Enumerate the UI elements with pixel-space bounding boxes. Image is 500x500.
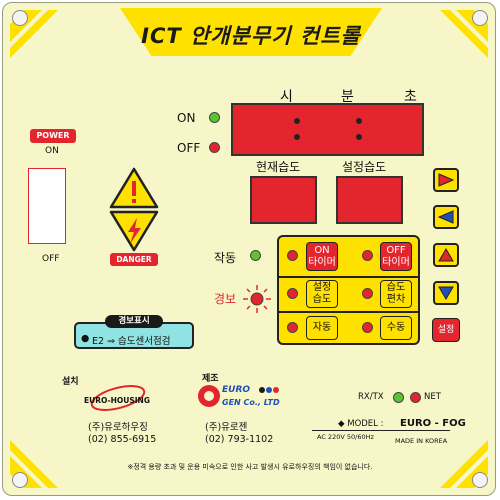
humidity-deviation-button[interactable]: 습도 편차 (380, 280, 412, 308)
current-humidity-display (250, 176, 317, 224)
installer-company: (주)유로하우징 (88, 422, 148, 433)
high-voltage-icon (109, 210, 159, 252)
current-humidity-label: 현재습도 (256, 160, 301, 174)
warning-icon (109, 167, 159, 209)
humidity-deviation-led (362, 288, 373, 299)
button-label: ON (314, 244, 330, 256)
divider (279, 311, 418, 313)
manual-led (362, 322, 373, 333)
second-label: 초 (404, 89, 417, 105)
rxtx-label: RX/TX (358, 392, 384, 402)
left-arrow-icon (438, 210, 454, 224)
screw-icon (12, 472, 28, 488)
setting-button[interactable]: 설정 (432, 318, 460, 342)
button-label: 타이머 (308, 256, 336, 268)
installer-phone: (02) 855-6915 (88, 434, 157, 445)
button-label: 타이머 (382, 256, 410, 268)
danger-badge: DANGER (110, 253, 158, 266)
hour-label: 시 (280, 89, 293, 105)
logo-dots-icon (259, 387, 279, 393)
minute-label: 분 (341, 89, 354, 105)
on-indicator-led (209, 112, 220, 123)
operation-led (250, 250, 261, 261)
euro-housing-logo-icon (90, 385, 146, 411)
on-timer-button[interactable]: ON 타이머 (306, 242, 338, 271)
page-title: ICT 안개분무기 컨트롤 (141, 24, 361, 48)
timer-display (231, 103, 424, 156)
button-label: 습도 (386, 282, 406, 293)
footer-note: ※정격 용량 초과 및 운용 미숙으로 인한 사고 발생시 유로하우징의 책임이… (127, 463, 373, 471)
alarm-label: 경보 (214, 292, 237, 306)
right-arrow-button[interactable] (433, 168, 459, 192)
alarm-indicator-icon: ● (81, 333, 90, 344)
down-arrow-button[interactable] (433, 281, 459, 305)
off-indicator-led (209, 142, 220, 153)
divider (312, 430, 450, 431)
installer-label: 설치 (62, 377, 79, 387)
maker-phone: (02) 793-1102 (205, 434, 274, 445)
auto-led (287, 322, 298, 333)
colon-dot (294, 134, 300, 140)
maker-label: 제조 (202, 374, 219, 384)
manual-button[interactable]: 수동 (380, 316, 412, 340)
alarm-lamp-icon (243, 285, 271, 313)
set-humidity-label: 설정습도 (342, 160, 387, 174)
colon-dot (294, 118, 300, 124)
status-on-label: ON (177, 111, 196, 125)
power-off-label: OFF (42, 254, 60, 264)
model-spec: AC 220V 50/60Hz (317, 433, 374, 441)
status-off-label: OFF (177, 141, 201, 155)
up-arrow-icon (438, 248, 454, 262)
operation-label: 작동 (214, 251, 237, 265)
set-humidity-button[interactable]: 설정 습도 (306, 280, 338, 308)
screw-icon (472, 10, 488, 26)
eurogen-logo-icon (198, 385, 220, 407)
left-arrow-button[interactable] (433, 205, 459, 229)
button-label: OFF (386, 244, 406, 256)
maker-company: (주)유로젠 (205, 422, 248, 433)
auto-button[interactable]: 자동 (306, 316, 338, 340)
down-arrow-icon (438, 286, 454, 300)
power-on-label: ON (45, 146, 59, 156)
button-label: 설정 (312, 282, 332, 293)
installer-logo-text: EURO-HOUSING (84, 396, 150, 405)
off-timer-button[interactable]: OFF 타이머 (380, 242, 412, 271)
screw-icon (12, 10, 28, 26)
colon-dot (356, 134, 362, 140)
divider (279, 276, 418, 278)
net-led (410, 392, 421, 403)
net-label: NET (424, 392, 441, 402)
on-timer-led (287, 250, 298, 261)
up-arrow-button[interactable] (433, 243, 459, 267)
power-switch[interactable] (28, 168, 66, 244)
screw-icon (472, 472, 488, 488)
right-arrow-icon (438, 173, 454, 187)
maker-logo-bottom: GEN Co., LTD (222, 398, 280, 407)
model-origin: MADE IN KOREA (395, 437, 448, 445)
rxtx-led (393, 392, 404, 403)
button-label: 편차 (386, 294, 406, 305)
colon-dot (356, 118, 362, 124)
alarm-display-title: 경보표시 (105, 315, 163, 328)
model-label: ◆ MODEL : (338, 419, 384, 429)
title-banner (120, 8, 382, 56)
maker-logo-top: EURO (222, 385, 251, 395)
set-humidity-led (287, 288, 298, 299)
set-humidity-display (336, 176, 403, 224)
power-badge: POWER (30, 129, 76, 143)
alarm-message: E2 ⇒ 습도센서점검 (92, 336, 171, 347)
off-timer-led (362, 250, 373, 261)
model-name: EURO - FOG (400, 418, 466, 429)
button-label: 습도 (312, 294, 332, 305)
